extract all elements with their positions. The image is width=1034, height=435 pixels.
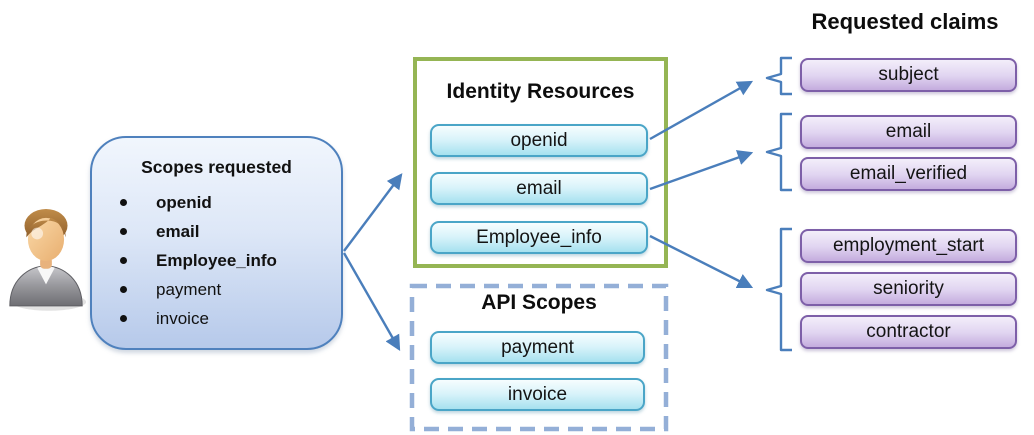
scope-label: invoice	[156, 308, 209, 328]
brace-employment-group	[765, 227, 792, 352]
scope-label: email	[156, 221, 200, 241]
bullet-icon	[120, 257, 127, 264]
scopes-requested-title: Scopes requested	[141, 157, 292, 177]
scope-label: openid	[156, 192, 212, 212]
arrow-scopes-to-api	[342, 252, 401, 352]
scope-label: Employee_info	[156, 250, 277, 270]
claim-box-contractor: contractor	[800, 315, 1017, 349]
api-scopes-box: API Scopes payment invoice	[410, 284, 668, 431]
api-scopes-title: API Scopes	[481, 291, 597, 314]
identity-resource-employee-info: Employee_info	[430, 221, 648, 254]
scope-list-item-openid: openid	[92, 188, 341, 217]
scope-label: payment	[156, 279, 222, 299]
scope-list-item-payment: payment	[92, 275, 341, 304]
bullet-icon	[120, 315, 127, 322]
person-icon	[9, 209, 87, 311]
bullet-icon	[120, 199, 127, 206]
arrow-scopes-to-identity	[343, 173, 403, 252]
bullet-icon	[120, 228, 127, 235]
scope-list-item-email: email	[92, 217, 341, 246]
identity-resource-openid: openid	[430, 124, 648, 157]
claim-box-seniority: seniority	[800, 272, 1017, 306]
identity-resources-title: Identity Resources	[446, 80, 635, 103]
brace-subject-group	[765, 56, 792, 96]
claim-box-email-verified: email_verified	[800, 157, 1017, 191]
identity-resources-box: Identity Resources openid email Employee…	[413, 57, 668, 268]
claim-box-employment-start: employment_start	[800, 229, 1017, 263]
identity-resource-email: email	[430, 172, 648, 205]
requested-claims-title: Requested claims	[811, 9, 999, 34]
brace-email-group	[765, 112, 792, 192]
scopes-requested-box: Scopes requested openid email Employee_i…	[90, 136, 343, 350]
bullet-icon	[120, 286, 127, 293]
scopes-requested-list: openid email Employee_info payment invoi…	[92, 188, 341, 333]
scope-list-item-invoice: invoice	[92, 304, 341, 333]
scope-list-item-employee-info: Employee_info	[92, 246, 341, 275]
api-scope-payment: payment	[430, 331, 645, 364]
api-scope-invoice: invoice	[430, 378, 645, 411]
claim-box-email: email	[800, 115, 1017, 149]
claim-box-subject: subject	[800, 58, 1017, 92]
